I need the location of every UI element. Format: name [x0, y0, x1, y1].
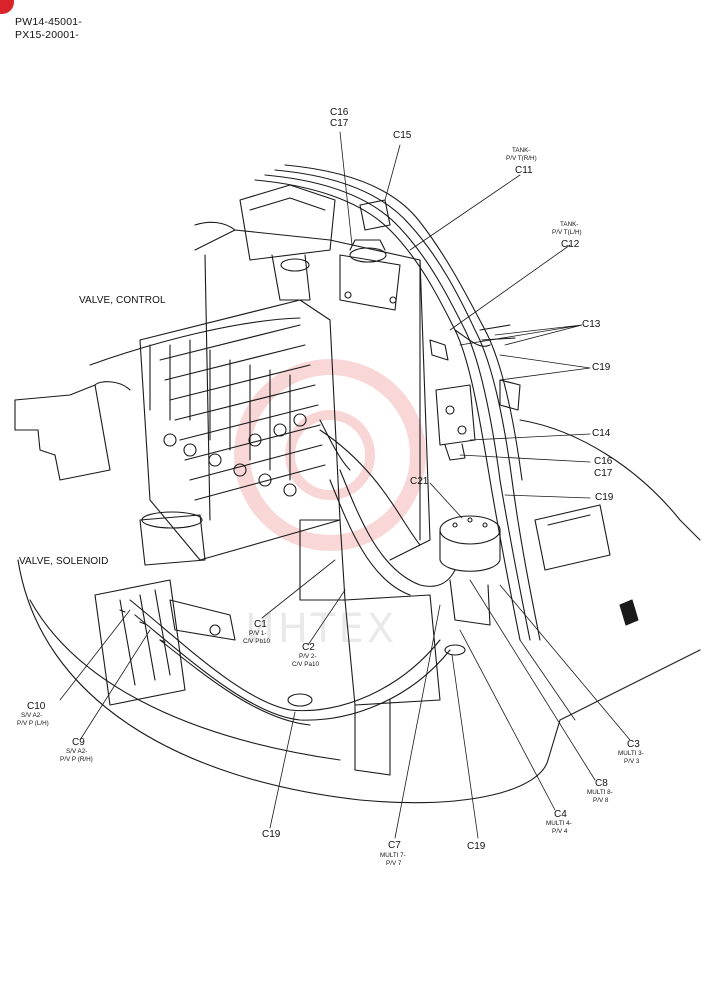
callout-c14: C14: [592, 428, 611, 439]
valve-mount-panel: [194, 184, 431, 561]
callout-c11-desc2: P/V T(R/H): [506, 155, 537, 162]
callout-c7-desc1: MULTI 7-: [380, 852, 406, 859]
callout-c16-top: C16: [330, 107, 349, 118]
callout-c2: C2: [302, 642, 315, 653]
callout-c17-mid: C17: [594, 468, 613, 479]
callout-c11-desc1: TANK-: [512, 147, 531, 154]
callout-c3: C3: [627, 739, 640, 750]
callout-c4-desc1: MULTI 4-: [546, 820, 572, 827]
base-structure: [139, 511, 441, 776]
callout-c7-desc2: P/V 7: [386, 860, 402, 867]
left-bracket: [14, 384, 111, 481]
floor-outline: [17, 559, 701, 804]
callout-c13: C13: [582, 319, 601, 330]
callout-c12-desc1: TANK-: [560, 221, 579, 228]
callout-c19-a: C19: [592, 362, 611, 373]
callout-c8: C8: [595, 778, 608, 789]
callout-c1: C1: [254, 619, 267, 630]
callout-c3-desc2: P/V 3: [624, 758, 640, 765]
callout-c19-d: C19: [467, 841, 486, 852]
callout-c1-desc1: P/V 1-: [249, 630, 267, 637]
pilot-valve-unit: [339, 239, 401, 311]
callout-c19-c: C19: [262, 829, 281, 840]
watermark-text: ИНТЕХ: [245, 606, 398, 652]
callout-c17-top: C17: [330, 118, 349, 129]
callout-c8-desc1: MULTI 8-: [587, 789, 613, 796]
callout-c2-desc2: C/V Pa10: [292, 661, 319, 668]
watermark-gear: [234, 359, 426, 551]
callout-c8-desc2: P/V 8: [593, 797, 609, 804]
callout-c12-desc2: P/V T(L/H): [552, 229, 582, 236]
callout-c9: C9: [72, 737, 85, 748]
serial-range-1: PW14-45001-: [15, 16, 82, 28]
solenoid-valve-cluster: [94, 579, 236, 706]
callout-c9-desc1: S/V A2-: [66, 748, 88, 755]
callout-c12: C12: [561, 239, 580, 250]
callout-c3-desc1: MULTI 3-: [618, 750, 644, 757]
callout-c1-desc2: C/V Pb10: [243, 638, 270, 645]
rotary-manifold: [439, 515, 501, 626]
callout-c10-desc2: P/V P (L/H): [17, 720, 49, 727]
callout-c16-mid: C16: [594, 456, 613, 467]
callout-c2-desc1: P/V 2-: [299, 653, 317, 660]
callout-c10-desc1: S/V A2-: [21, 712, 43, 719]
callout-c4: C4: [554, 809, 567, 820]
callout-c19-b: C19: [595, 492, 614, 503]
callout-c9-desc2: P/V P (R/H): [60, 756, 93, 763]
solenoid-valve-label: VALVE, SOLENOID: [19, 556, 109, 567]
callout-c4-desc2: P/V 4: [552, 828, 568, 835]
clamp: [287, 693, 313, 707]
callout-c21: C21: [410, 476, 429, 487]
callout-c11: C11: [515, 165, 533, 176]
callout-c15: C15: [393, 130, 412, 141]
serial-range-2: PX15-20001-: [15, 29, 80, 41]
callout-c10: C10: [27, 701, 46, 712]
control-valve-block: [139, 299, 351, 601]
callout-c7: C7: [388, 840, 401, 851]
right-plate: [534, 504, 611, 571]
control-valve-label: VALVE, CONTROL: [79, 295, 166, 306]
leader-lines: [59, 131, 631, 839]
